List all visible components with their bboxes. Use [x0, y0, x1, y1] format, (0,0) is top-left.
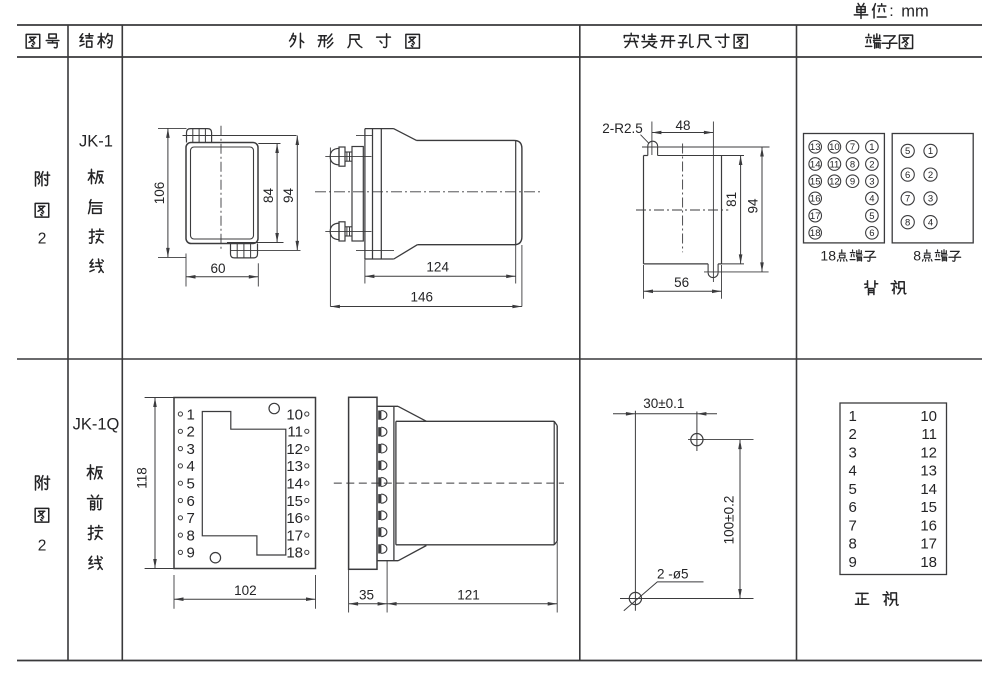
svg-text:17: 17 [920, 536, 937, 553]
svg-text:mm: mm [901, 3, 929, 21]
svg-text:8: 8 [905, 218, 910, 229]
svg-text:JK-1: JK-1 [79, 133, 113, 151]
svg-text:11: 11 [829, 159, 839, 170]
svg-text:6: 6 [869, 228, 874, 239]
svg-text:12: 12 [829, 177, 840, 188]
svg-text:10: 10 [829, 142, 840, 153]
svg-text:5: 5 [905, 146, 910, 157]
svg-text:1: 1 [187, 406, 195, 423]
svg-text:7: 7 [849, 517, 857, 534]
svg-text:4: 4 [849, 463, 857, 480]
svg-text:JK-1Q: JK-1Q [73, 416, 120, 434]
svg-text:2 -ø5: 2 -ø5 [657, 566, 689, 581]
svg-text:8: 8 [913, 247, 921, 263]
svg-text:13: 13 [920, 463, 937, 480]
svg-text:12: 12 [286, 441, 303, 458]
svg-text:2-R2.5: 2-R2.5 [602, 121, 643, 136]
svg-text:3: 3 [928, 194, 933, 205]
svg-text:9: 9 [187, 545, 195, 562]
svg-text:17: 17 [286, 527, 303, 544]
svg-text:7: 7 [850, 142, 855, 153]
svg-text:100±0.2: 100±0.2 [721, 496, 736, 545]
svg-text:14: 14 [920, 481, 937, 498]
svg-text:14: 14 [810, 159, 821, 170]
svg-text:7: 7 [905, 194, 910, 205]
svg-text:146: 146 [411, 290, 434, 305]
svg-text:18: 18 [810, 228, 821, 239]
svg-text:81: 81 [724, 192, 739, 207]
svg-text:106: 106 [152, 182, 167, 205]
svg-text:2: 2 [38, 231, 47, 248]
svg-text:16: 16 [810, 194, 821, 205]
svg-text:121: 121 [457, 588, 480, 603]
svg-text:94: 94 [281, 188, 296, 204]
svg-text:18: 18 [286, 545, 303, 562]
svg-text:1: 1 [928, 146, 933, 157]
svg-text:3: 3 [187, 441, 195, 458]
svg-text:7: 7 [187, 510, 195, 527]
svg-text:2: 2 [849, 426, 857, 443]
svg-text:5: 5 [869, 211, 874, 222]
svg-text:15: 15 [810, 177, 821, 188]
svg-text:4: 4 [869, 194, 874, 205]
svg-text:6: 6 [187, 493, 195, 510]
svg-text:3: 3 [869, 177, 874, 188]
svg-text:10: 10 [920, 408, 937, 425]
svg-text:2: 2 [38, 538, 47, 555]
svg-text:84: 84 [261, 188, 276, 204]
svg-text:18: 18 [920, 554, 937, 571]
svg-text:56: 56 [674, 275, 689, 290]
svg-text:30±0.1: 30±0.1 [643, 396, 684, 411]
svg-text:1: 1 [849, 408, 857, 425]
svg-text:102: 102 [234, 583, 257, 598]
svg-text:60: 60 [210, 261, 225, 276]
svg-text:2: 2 [187, 424, 195, 441]
svg-text:18: 18 [820, 247, 836, 263]
svg-text:48: 48 [675, 118, 690, 133]
svg-text:5: 5 [849, 481, 857, 498]
svg-text:1: 1 [869, 142, 874, 153]
svg-text:14: 14 [286, 476, 303, 493]
svg-text::: : [889, 3, 893, 20]
svg-text:4: 4 [928, 218, 933, 229]
svg-text:4: 4 [187, 458, 195, 475]
svg-text:118: 118 [134, 467, 149, 489]
svg-text:10: 10 [286, 406, 303, 423]
svg-text:8: 8 [850, 159, 855, 170]
svg-text:124: 124 [426, 259, 449, 274]
svg-text:13: 13 [810, 142, 821, 153]
svg-text:2: 2 [869, 159, 874, 170]
svg-text:17: 17 [810, 211, 821, 222]
svg-text:13: 13 [286, 458, 303, 475]
svg-text:8: 8 [849, 536, 857, 553]
svg-text:15: 15 [920, 499, 937, 516]
svg-text:8: 8 [187, 527, 195, 544]
svg-text:94: 94 [745, 198, 760, 214]
svg-text:11: 11 [287, 424, 303, 441]
svg-text:35: 35 [359, 588, 374, 603]
svg-text:9: 9 [850, 177, 855, 188]
svg-text:11: 11 [921, 426, 937, 443]
svg-text:16: 16 [920, 517, 937, 534]
svg-text:15: 15 [286, 493, 303, 510]
svg-text:3: 3 [849, 444, 857, 461]
svg-text:5: 5 [187, 476, 195, 493]
svg-text:2: 2 [928, 170, 933, 181]
svg-text:16: 16 [286, 510, 303, 527]
svg-text:6: 6 [905, 170, 910, 181]
svg-text:6: 6 [849, 499, 857, 516]
svg-text:9: 9 [849, 554, 857, 571]
svg-text:12: 12 [920, 444, 937, 461]
